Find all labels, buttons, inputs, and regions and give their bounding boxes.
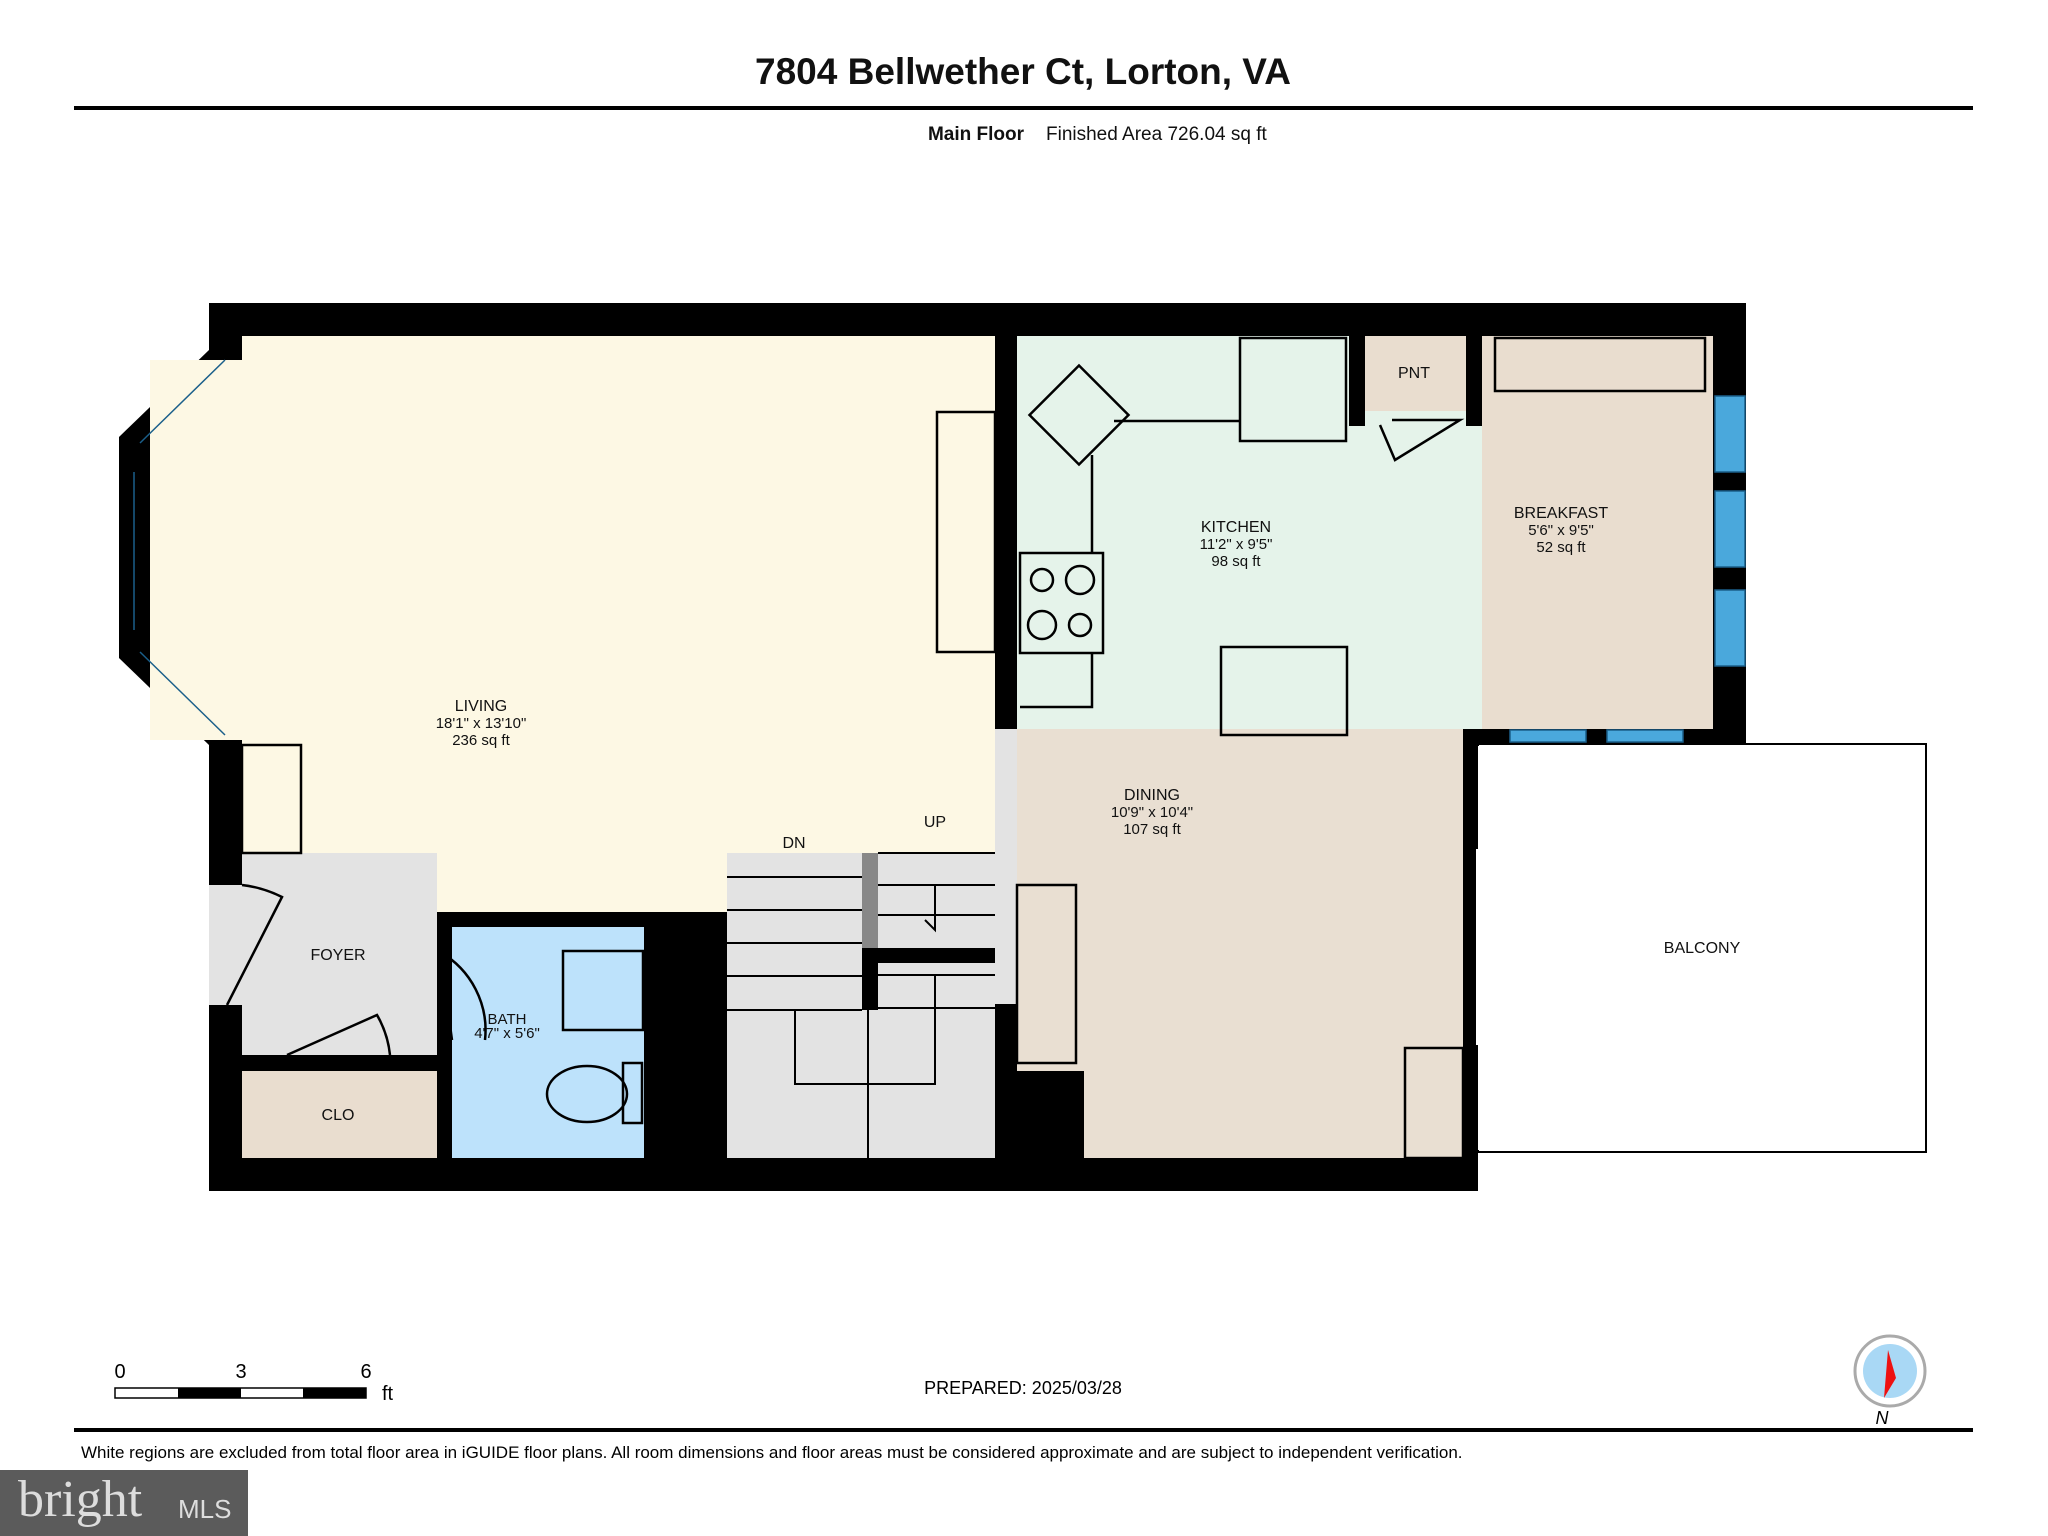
dining-cabinet [1015, 883, 1078, 1065]
scale-bar: 0 3 6 ft [114, 1361, 394, 1405]
label-balcony: BALCONY [1664, 940, 1741, 957]
disclaimer: White regions are excluded from total fl… [81, 1443, 1463, 1462]
floor-name: Main Floor [928, 124, 1025, 145]
svg-text:KITCHEN: KITCHEN [1201, 519, 1271, 536]
svg-text:98 sq ft: 98 sq ft [1211, 553, 1261, 570]
svg-text:5'6" x 9'5": 5'6" x 9'5" [1528, 522, 1594, 539]
wall [242, 1055, 437, 1071]
dining-passage [995, 729, 1017, 1004]
burner [1067, 612, 1093, 638]
window [139, 359, 226, 444]
door [438, 949, 487, 1041]
room-bath [452, 927, 644, 1158]
svg-text:ft: ft [382, 1383, 394, 1405]
window [1606, 729, 1684, 743]
door [225, 883, 284, 1006]
svg-text:DINING: DINING [1124, 787, 1180, 804]
toilet-icon [545, 1064, 629, 1124]
room-living [242, 336, 995, 912]
wall [1463, 1045, 1478, 1158]
stair-divider [862, 948, 878, 1010]
cooktop-icon [1018, 551, 1105, 655]
svg-text:0: 0 [114, 1361, 125, 1383]
bright-mls-logo: bright MLS [0, 1470, 248, 1536]
window [1714, 395, 1746, 473]
wall [437, 912, 452, 1158]
svg-text:52 sq ft: 52 sq ft [1536, 539, 1586, 556]
label-clo: CLO [322, 1107, 355, 1124]
svg-text:4'7" x 5'6": 4'7" x 5'6" [474, 1025, 540, 1042]
label-stairs-up: UP [924, 814, 946, 831]
pantry [1365, 336, 1466, 411]
kitchen-island [1219, 645, 1349, 737]
svg-text:BATH: BATH [488, 1011, 527, 1028]
dining-cabinet [1403, 1046, 1465, 1160]
svg-text:11'2" x 9'5": 11'2" x 9'5" [1200, 536, 1273, 553]
room-dining [1017, 729, 1463, 1158]
svg-text:LIVING: LIVING [455, 698, 507, 715]
stairs [727, 853, 995, 1158]
window [139, 651, 226, 736]
floor-area: Finished Area 726.04 sq ft [1046, 124, 1267, 145]
page-title: 7804 Bellwether Ct, Lorton, VA [755, 51, 1291, 92]
window [1714, 490, 1746, 568]
svg-text:6: 6 [360, 1361, 371, 1383]
door [1378, 418, 1465, 462]
balcony [1477, 743, 1927, 1153]
compass-icon: N [1853, 1334, 1927, 1428]
logo-suffix: MLS [178, 1494, 232, 1524]
wall [1466, 336, 1482, 426]
prepared-date: PREPARED: 2025/03/28 [924, 1378, 1122, 1398]
footer-divider [74, 1428, 1973, 1432]
svg-text:3: 3 [235, 1361, 246, 1383]
breakfast-counter [1493, 336, 1707, 393]
window [1509, 729, 1587, 743]
label-stairs-down: DN [782, 835, 805, 852]
living-cabinet [240, 743, 303, 855]
burner [1026, 609, 1058, 641]
wall [1349, 336, 1365, 426]
burner [1064, 564, 1096, 596]
staircase [727, 852, 995, 1158]
header-divider [74, 106, 1973, 110]
burner [1029, 567, 1055, 593]
sink-icon [1027, 363, 1131, 467]
svg-text:107 sq ft: 107 sq ft [1123, 821, 1181, 838]
room-foyer [242, 853, 437, 1055]
wall [1463, 729, 1478, 849]
svg-text:236 sq ft: 236 sq ft [452, 732, 510, 749]
window [1714, 589, 1746, 667]
label-pnt: PNT [1398, 365, 1430, 382]
refrigerator [1238, 336, 1348, 443]
svg-text:BREAKFAST: BREAKFAST [1514, 505, 1608, 522]
bay-fill [150, 372, 236, 722]
balcony-cover [1476, 746, 1486, 1150]
logo-brand: bright [18, 1471, 143, 1528]
room-breakfast [1482, 336, 1713, 729]
door [286, 1013, 392, 1057]
stair-landing-wall [878, 948, 995, 963]
svg-text:10'9" x 10'4": 10'9" x 10'4" [1111, 804, 1193, 821]
wall [644, 912, 727, 1158]
label-foyer: FOYER [310, 947, 365, 964]
svg-text:N: N [1876, 1408, 1890, 1428]
bath-sink-icon [561, 949, 645, 1032]
stair-divider [862, 853, 878, 948]
room-clo [242, 1071, 437, 1158]
dining-corner-wall [1017, 1071, 1084, 1158]
toilet-tank [621, 1061, 644, 1125]
wall [995, 336, 1017, 729]
counter-line [1020, 653, 1094, 709]
svg-text:18'1" x 13'10": 18'1" x 13'10" [436, 715, 527, 732]
counter [935, 410, 997, 654]
